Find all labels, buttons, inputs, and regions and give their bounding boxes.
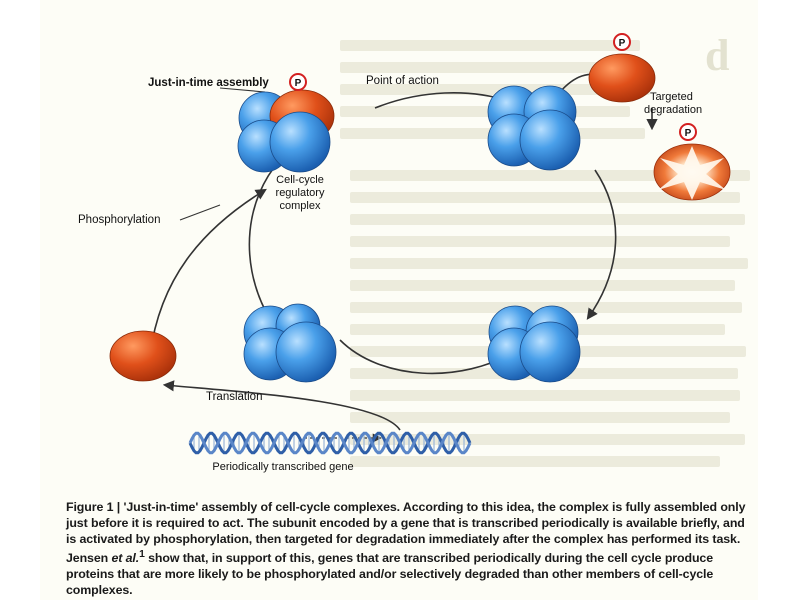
complex-top-left — [237, 89, 335, 173]
arrow-left-up — [248, 159, 281, 311]
degraded-subunit — [653, 143, 731, 201]
label-phosphorylation: Phosphorylation — [78, 214, 160, 226]
phospho-badge-released: P — [613, 33, 631, 51]
caption-title: 'Just-in-time' assembly of cell-cycle co… — [123, 500, 401, 514]
complex-bottom-right — [487, 305, 581, 383]
arrow-right-down — [586, 169, 617, 320]
phospho-badge-complex: P — [289, 73, 307, 91]
complex-top-right — [487, 85, 581, 171]
label-point-of-action: Point of action — [366, 75, 439, 87]
caption-body-after: show that, in support of this, genes tha… — [66, 551, 714, 598]
dna-strand — [188, 431, 472, 455]
phospho-symbol: P — [685, 128, 692, 139]
phospho-symbol: P — [295, 78, 302, 89]
label-complex-3: complex — [280, 200, 321, 212]
released-subunit — [588, 53, 656, 103]
caption-reference: 1 — [139, 549, 145, 561]
arrow-translation — [162, 380, 401, 431]
label-targeted-1: Targeted — [650, 91, 693, 103]
assembly-leader — [219, 87, 266, 93]
caption-figure-label: Figure 1 — [66, 500, 114, 514]
complex-bottom-left — [243, 303, 337, 383]
dna-helix — [188, 431, 472, 455]
free-subunit-left — [109, 330, 177, 382]
label-gene: Periodically transcribed gene — [212, 461, 353, 473]
just-in-time-diagram: P P P Just-in-time assembly Point of act… — [78, 33, 731, 473]
label-complex-1: Cell-cycle — [276, 174, 324, 186]
phospho-badge-degraded: P — [679, 123, 697, 141]
arrow-phosphorylation — [149, 188, 267, 356]
phosphorylation-leader — [179, 204, 221, 221]
caption-et-al: et al. — [111, 551, 140, 566]
label-complex-2: regulatory — [276, 187, 325, 199]
caption-body-before: According to this idea, the complex is f… — [66, 500, 746, 566]
caption-separator: | — [113, 500, 124, 514]
label-translation: Translation — [206, 391, 262, 403]
label-targeted-2: degradation — [644, 104, 702, 116]
phospho-symbol: P — [619, 38, 626, 49]
figure-caption: Figure 1 | 'Just-in-time' assembly of ce… — [66, 500, 750, 599]
label-assembly: Just-in-time assembly — [148, 77, 269, 89]
